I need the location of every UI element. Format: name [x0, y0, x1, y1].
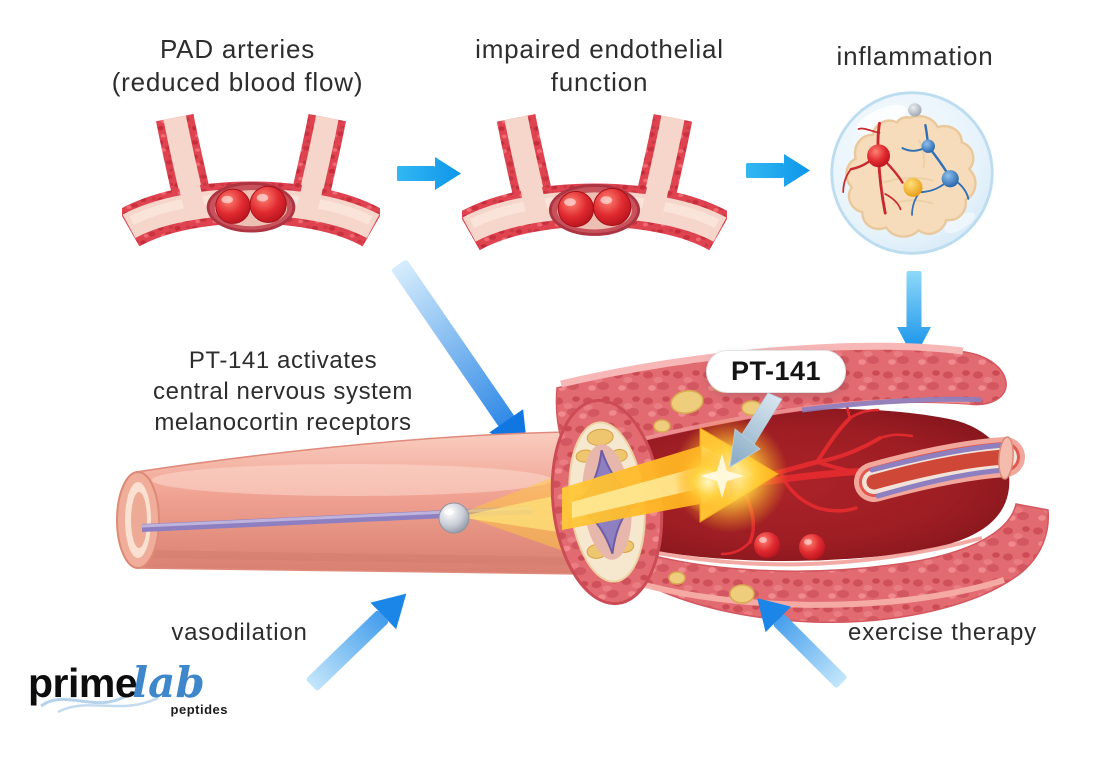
vasodilation-text: vasodilation: [171, 619, 308, 646]
arrow-down-icon: [897, 271, 931, 359]
blue-cell-sphere-1: [921, 139, 935, 153]
step-label-line1: PAD arteries: [159, 34, 316, 64]
step-label-inflammation: inflammation: [790, 40, 1040, 73]
logo-tagline: peptides: [170, 702, 228, 717]
gray-cell-sphere: [908, 103, 922, 117]
step-label-impaired-endothelial: impaired endothelial function: [452, 33, 747, 99]
logo-word-lab: lab: [132, 658, 205, 707]
pt141-badge-label: PT-141: [731, 356, 822, 386]
logo-script-flourish-icon: [40, 694, 159, 714]
red-blood-cell-2: [799, 534, 825, 560]
vasodilation-label: vasodilation: [122, 618, 357, 648]
yellow-cell-sphere: [903, 177, 923, 197]
step-label-line2: (reduced blood flow): [111, 67, 364, 97]
arrow-right-icon-1: [397, 157, 461, 190]
primelab-logo: primelab peptides: [28, 658, 228, 728]
red-blood-cell-1: [754, 532, 780, 558]
nerve-signal-ball: [438, 502, 470, 534]
cns-mechanism-text: PT-141 activates central nervous system …: [118, 345, 448, 438]
inflammation-cell-illustration: [830, 91, 994, 255]
step-label-line2: function: [550, 67, 649, 97]
exercise-therapy-label: exercise therapy: [815, 618, 1070, 648]
arrow-right-icon-2: [746, 154, 810, 187]
arrow-up-right-icon: [306, 593, 407, 691]
logo-word-prime: prime: [28, 660, 138, 706]
pt141-badge: PT-141: [706, 350, 847, 393]
cns-line3: melanocortin receptors: [154, 409, 412, 436]
exercise-therapy-text: exercise therapy: [848, 619, 1037, 646]
step-label-line1: inflammation: [836, 41, 994, 71]
signal-glow-arrow: [562, 417, 788, 533]
pt141-pointer-arrow-icon: [729, 393, 783, 468]
pad-artery-illustration-1: [122, 110, 380, 253]
red-cell-sphere: [867, 144, 891, 168]
arrow-up-left-icon: [757, 598, 847, 688]
blood-vessel-illustration: [116, 342, 1050, 624]
step-label-pad-arteries: PAD arteries (reduced blood flow): [85, 33, 390, 99]
pad-artery-illustration-2: [462, 110, 727, 257]
cns-line1: PT-141 activates: [188, 347, 378, 374]
cns-line2: central nervous system: [153, 378, 413, 405]
inner-vessel-right: [854, 437, 1025, 502]
blue-cell-sphere-2: [941, 170, 959, 188]
step-label-line1: impaired endothelial: [475, 34, 724, 64]
